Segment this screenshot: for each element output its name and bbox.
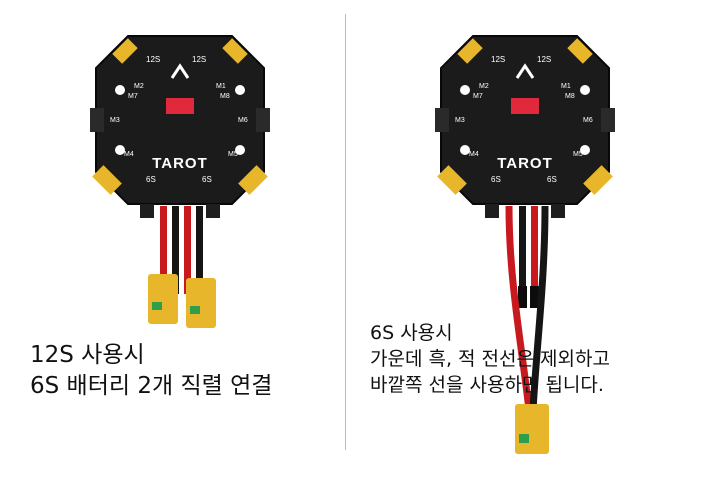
left-panel: 12S 12S 6S 6S M1 M2 M3 M4 M5 M6 M7 M8 TA… bbox=[0, 0, 345, 480]
motor-label-m8: M8 bbox=[565, 93, 575, 100]
caption-6s-line2: 가운데 흑, 적 전선은 제외하고 bbox=[370, 348, 610, 370]
unused-center-wires bbox=[518, 206, 539, 308]
xt-connector-bottom-right bbox=[583, 165, 613, 195]
xt-connector-top-left bbox=[457, 38, 483, 64]
motor-label-m3: M3 bbox=[455, 117, 465, 124]
motor-label-m5: M5 bbox=[573, 151, 583, 158]
motor-label-m7: M7 bbox=[473, 93, 483, 100]
motor-label-m6: M6 bbox=[238, 117, 248, 124]
label-6s-left: 6S bbox=[146, 175, 156, 184]
battery-wires bbox=[160, 206, 203, 294]
xt-connector-top-right bbox=[222, 38, 248, 64]
motor-label-m7: M7 bbox=[128, 93, 138, 100]
motor-label-m4: M4 bbox=[469, 151, 479, 158]
xt-connector-bottom-left bbox=[437, 165, 467, 195]
label-6s-right: 6S bbox=[547, 175, 557, 184]
power-distribution-board-12s: 12S 12S 6S 6S M1 M2 M3 M4 M5 M6 M7 M8 TA… bbox=[90, 35, 270, 328]
outer-battery-wires bbox=[505, 205, 549, 411]
xt-connector-top-left bbox=[112, 38, 138, 64]
motor-label-m3: M3 bbox=[110, 117, 120, 124]
label-12s-left: 12S bbox=[146, 55, 160, 64]
xt90-connector-single bbox=[515, 404, 549, 454]
label-12s-left: 12S bbox=[491, 55, 505, 64]
caption-12s-line2: 6S 배터리 2개 직렬 연결 bbox=[30, 373, 273, 399]
balance-header bbox=[511, 98, 539, 114]
xt-connector-bottom-right bbox=[238, 165, 268, 195]
caption-12s: 12S 사용시 6S 배터리 2개 직렬 연결 bbox=[30, 340, 272, 402]
motor-label-m5: M5 bbox=[228, 151, 238, 158]
right-panel: 12S 12S 6S 6S M1 M2 M3 M4 M5 M6 M7 M8 TA… bbox=[347, 0, 720, 480]
motor-label-m1: M1 bbox=[561, 83, 571, 90]
label-6s-left: 6S bbox=[491, 175, 501, 184]
motor-label-m6: M6 bbox=[583, 117, 593, 124]
brand-logo: TAROT bbox=[497, 155, 553, 172]
xt-connector-bottom-left bbox=[92, 165, 122, 195]
caption-6s-line3: 바깥쪽 선을 사용하면 됩니다. bbox=[370, 374, 604, 396]
motor-label-m1: M1 bbox=[216, 83, 226, 90]
xt-connector-top-right bbox=[567, 38, 593, 64]
label-12s-right: 12S bbox=[192, 55, 206, 64]
power-distribution-board-6s: 12S 12S 6S 6S M1 M2 M3 M4 M5 M6 M7 M8 TA… bbox=[435, 35, 615, 454]
label-6s-right: 6S bbox=[202, 175, 212, 184]
xt90-connector-left bbox=[148, 274, 178, 324]
motor-label-m4: M4 bbox=[124, 151, 134, 158]
panel-divider bbox=[345, 14, 346, 450]
caption-6s-line1: 6S 사용시 bbox=[370, 322, 453, 344]
balance-header bbox=[166, 98, 194, 114]
label-12s-right: 12S bbox=[537, 55, 551, 64]
caption-6s: 6S 사용시 가운데 흑, 적 전선은 제외하고 바깥쪽 선을 사용하면 됩니다… bbox=[370, 320, 610, 398]
brand-logo: TAROT bbox=[152, 155, 208, 172]
motor-label-m2: M2 bbox=[134, 83, 144, 90]
xt90-connector-right bbox=[186, 278, 216, 328]
motor-label-m8: M8 bbox=[220, 93, 230, 100]
caption-12s-line1: 12S 사용시 bbox=[30, 342, 145, 368]
motor-label-m2: M2 bbox=[479, 83, 489, 90]
